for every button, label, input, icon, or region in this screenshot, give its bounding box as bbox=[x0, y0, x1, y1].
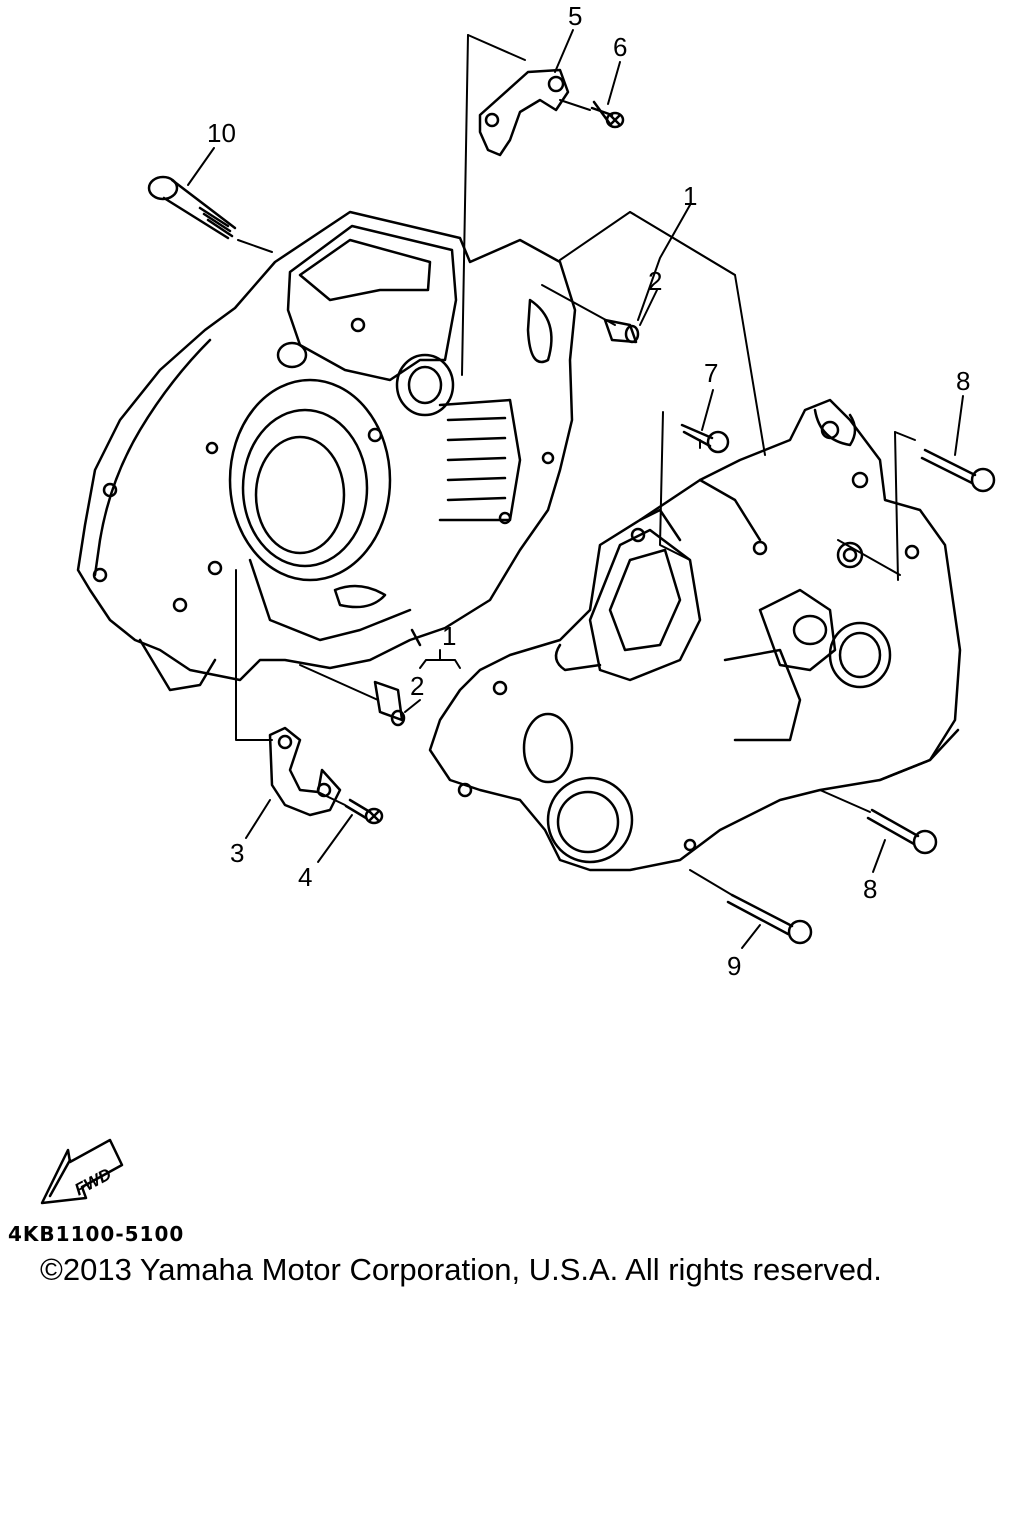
part-7-bolt bbox=[680, 423, 730, 454]
leader-lines bbox=[235, 34, 916, 896]
callout-8-top: 8 bbox=[956, 366, 970, 396]
part-8-bolt-bottom bbox=[866, 808, 938, 855]
part-8-bolt-top bbox=[920, 448, 996, 493]
callout-2-mid: 2 bbox=[410, 671, 424, 701]
part-5-retainer-plate bbox=[478, 68, 570, 157]
callout-1-top: 1 bbox=[683, 181, 697, 211]
part-3-retainer-plate bbox=[268, 726, 342, 817]
fwd-arrow-icon: FWD bbox=[40, 1138, 124, 1205]
callout-10: 10 bbox=[207, 118, 236, 148]
callout-3: 3 bbox=[230, 838, 244, 868]
part-10-bolt bbox=[147, 175, 237, 240]
callout-5: 5 bbox=[568, 1, 582, 31]
callout-7: 7 bbox=[704, 358, 718, 388]
right-crankcase bbox=[428, 398, 962, 872]
part-2-dowel-mid bbox=[373, 680, 406, 727]
part-2-dowel-top bbox=[603, 318, 640, 344]
part-4-screw bbox=[344, 798, 384, 825]
copyright-notice: ©2013 Yamaha Motor Corporation, U.S.A. A… bbox=[40, 1252, 882, 1287]
callout-2-top: 2 bbox=[648, 266, 662, 296]
diagram-code: 4KB1100-5100 bbox=[8, 1222, 185, 1246]
callout-6: 6 bbox=[613, 32, 627, 62]
callout-9: 9 bbox=[727, 951, 741, 981]
callout-leaders bbox=[187, 29, 964, 949]
part-9-bolt bbox=[726, 893, 813, 945]
fwd-label: FWD bbox=[71, 1164, 114, 1199]
callout-numbers: 5 6 10 1 2 7 8 1 2 3 4 8 9 bbox=[207, 1, 970, 981]
callout-8-bottom: 8 bbox=[863, 874, 877, 904]
left-crankcase bbox=[76, 210, 577, 692]
callout-1-mid: 1 bbox=[442, 621, 456, 651]
callout-4: 4 bbox=[298, 862, 312, 892]
part-6-screw bbox=[590, 100, 625, 129]
